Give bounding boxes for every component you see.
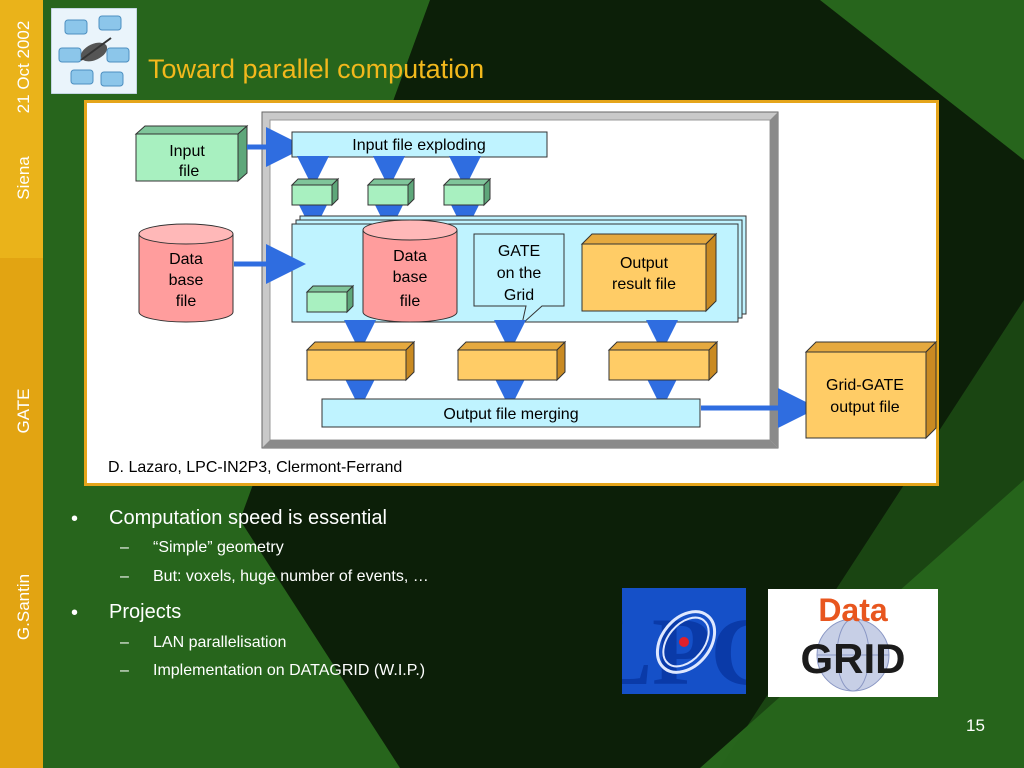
database-center-label-2: base xyxy=(393,269,428,286)
sub-dash-1: – xyxy=(120,539,129,556)
input-chunk-1 xyxy=(290,177,340,207)
input-chunks xyxy=(290,177,492,207)
gate-logo xyxy=(51,8,137,94)
input-exploding-box: Input file exploding xyxy=(291,131,548,158)
input-file-label-2: file xyxy=(179,163,200,180)
gate-grid-callout: GATE on the Grid xyxy=(473,233,565,326)
bullet-1: Computation speed is essential xyxy=(109,507,387,529)
bullet-dot-1: • xyxy=(71,508,79,530)
output-chunk-1 xyxy=(305,340,416,382)
sub-bullet-2-2: Implementation on DATAGRID (W.I.P.) xyxy=(153,662,426,679)
output-merging-box: Output file merging xyxy=(321,398,701,428)
bullet-2: Projects xyxy=(109,601,182,623)
sub-bullet-2-1: LAN parallelisation xyxy=(153,634,287,651)
output-result-label-2: result file xyxy=(612,276,676,293)
grid-gate-output-box: Grid-GATE output file xyxy=(804,340,938,440)
bullet-dot-2: • xyxy=(71,602,79,624)
input-file-label-1: Input xyxy=(169,143,205,160)
gate-grid-label-2: on the xyxy=(497,265,542,282)
output-merging-label: Output file merging xyxy=(443,406,578,423)
output-chunk-3 xyxy=(607,340,719,382)
database-center-label-1: Data xyxy=(393,248,427,265)
sidebar-place: Siena xyxy=(14,156,33,200)
database-left: Data base file xyxy=(138,223,234,323)
lpc-logo: LPC xyxy=(622,588,746,694)
output-chunk-2 xyxy=(456,340,567,382)
output-arrows xyxy=(344,320,678,409)
datagrid-logo: Data GRID xyxy=(768,589,938,697)
diagram-credit: D. Lazaro, LPC-IN2P3, Clermont-Ferrand xyxy=(108,459,402,476)
output-chunks xyxy=(305,340,719,382)
database-left-label-1: Data xyxy=(169,251,203,268)
output-result-box: Output result file xyxy=(580,232,718,313)
page-number: 15 xyxy=(966,716,985,735)
sub-dash-4: – xyxy=(120,662,129,679)
datagrid-logo-bottom: GRID xyxy=(801,635,906,682)
grid-gate-output-label-1: Grid-GATE xyxy=(826,377,904,394)
input-file-box: Input file xyxy=(134,124,249,183)
parallel-computation-diagram: Input file Input file exploding xyxy=(108,111,938,476)
database-left-label-3: file xyxy=(176,293,197,310)
sidebar-date: 21 Oct 2002 xyxy=(14,20,33,114)
sub-bullet-1-1: “Simple” geometry xyxy=(153,539,284,556)
datagrid-logo-top: Data xyxy=(818,592,888,628)
sidebar-topic: GATE xyxy=(14,388,33,434)
sub-bullet-1-2: But: voxels, huge number of events, … xyxy=(153,568,429,585)
database-center: Data base file xyxy=(362,219,458,323)
input-chunk-2 xyxy=(366,177,416,207)
sidebar-author: G.Santin xyxy=(14,573,33,641)
worker-input-chunk xyxy=(305,284,355,314)
grid-gate-output-label-2: output file xyxy=(830,399,899,416)
sub-dash-3: – xyxy=(120,634,129,651)
database-center-label-3: file xyxy=(400,293,421,310)
gate-grid-label-1: GATE xyxy=(498,243,540,260)
input-chunk-3 xyxy=(442,177,492,207)
chunk-arrows xyxy=(297,156,481,233)
gate-grid-label-3: Grid xyxy=(504,287,534,304)
sub-dash-2: – xyxy=(120,568,129,585)
slide-title: Toward parallel computation xyxy=(148,54,485,84)
output-result-label-1: Output xyxy=(620,255,669,272)
database-left-label-2: base xyxy=(169,272,204,289)
input-exploding-label: Input file exploding xyxy=(352,137,485,154)
